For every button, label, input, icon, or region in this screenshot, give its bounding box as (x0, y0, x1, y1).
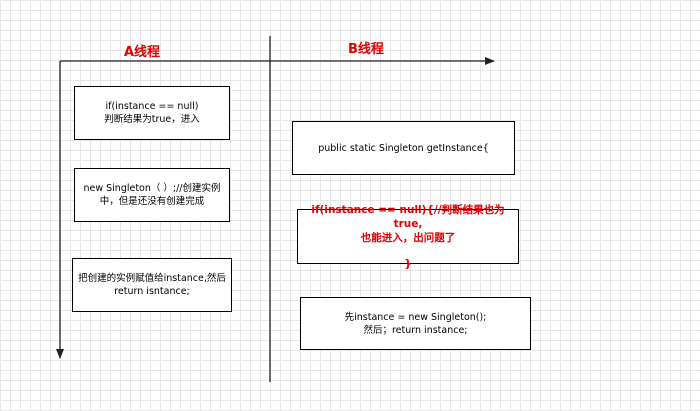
thread-a-step-2-box: new Singleton（ ）;//创建实例 中，但是还没有创建完成 (74, 168, 230, 222)
thread-a-step-1-line-1: if(instance == null) (105, 101, 199, 112)
thread-b-step-2-line-3: } (404, 257, 412, 270)
thread-a-step-3-line-1: 把创建的实例赋值给instance,然后 (78, 273, 226, 284)
thread-a-step-1-line-2: 判断结果为true，进入 (104, 114, 200, 125)
thread-b-step-2-box: if(instance == null){//判断结果也为true, 也能进入，… (297, 204, 519, 270)
thread-a-step-2-line-2: 中，但是还没有创建完成 (99, 196, 205, 207)
thread-b-title: B线程 (348, 42, 384, 57)
thread-b-step-2-line-1: if(instance == null){//判断结果也为true, (311, 203, 505, 230)
thread-a-step-3-line-2: return isntance; (114, 286, 190, 297)
thread-a-step-1-box: if(instance == null) 判断结果为true，进入 (74, 86, 230, 140)
thread-b-step-2-line-2: 也能进入，出问题了 (360, 231, 456, 244)
thread-a-title: A线程 (124, 45, 161, 60)
thread-a-step-3-box: 把创建的实例赋值给instance,然后 return isntance; (72, 258, 232, 312)
thread-b-step-3-line-1: 先instance = new Singleton(); (344, 311, 487, 323)
thread-b-step-1-line-1: public static Singleton getInstance{ (318, 142, 489, 154)
thread-b-step-3-box: 先instance = new Singleton(); 然后；return i… (300, 297, 531, 350)
thread-a-step-2-line-1: new Singleton（ ）;//创建实例 (83, 183, 221, 194)
thread-b-step-3-line-2: 然后；return instance; (363, 324, 468, 336)
thread-b-step-1-box: public static Singleton getInstance{ (292, 121, 515, 175)
